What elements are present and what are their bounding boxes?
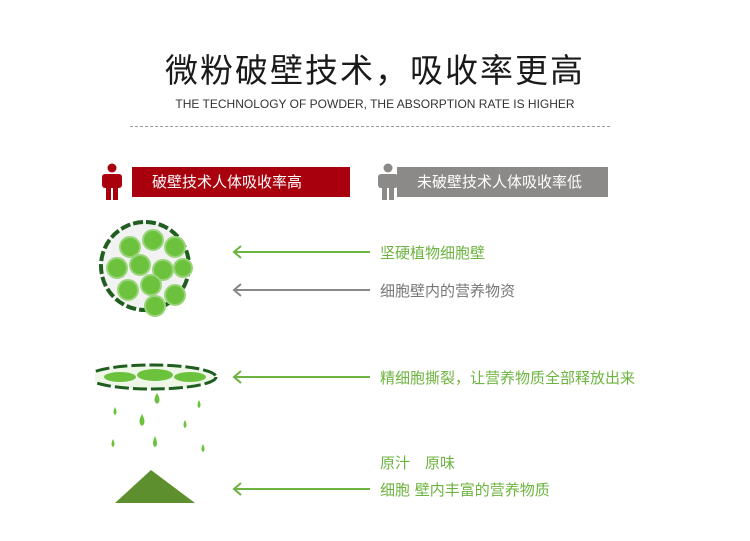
- arrow-icon: [232, 283, 370, 297]
- label-rich: 细胞 壁内丰富的营养物质: [380, 481, 550, 499]
- juice-drops: [111, 393, 205, 452]
- page-subtitle: THE TECHNOLOGY OF POWDER, THE ABSORPTION…: [175, 97, 575, 111]
- cell-illustration: [95, 220, 218, 503]
- legend-broken: 破壁技术人体吸收率高: [132, 167, 350, 197]
- arrow-icon: [232, 482, 370, 496]
- label-nutrients: 细胞壁内的营养物资: [380, 282, 516, 300]
- label-released: 精细胞撕裂，让营养物质全部释放出来: [380, 369, 636, 387]
- label-juice: 原汁 原味: [380, 454, 456, 472]
- divider: [130, 126, 610, 127]
- powder-pile: [115, 470, 195, 503]
- page-title: 微粉破壁技术，吸收率更高: [165, 51, 585, 90]
- arrow-icon: [232, 245, 370, 259]
- person-gray-icon: [378, 163, 398, 200]
- label-cell-wall: 坚硬植物细胞壁: [380, 244, 486, 262]
- legend-unbroken: 未破壁技术人体吸收率低: [397, 167, 608, 197]
- person-red-icon: [102, 163, 122, 200]
- arrows: [232, 245, 370, 496]
- arrow-icon: [232, 370, 370, 384]
